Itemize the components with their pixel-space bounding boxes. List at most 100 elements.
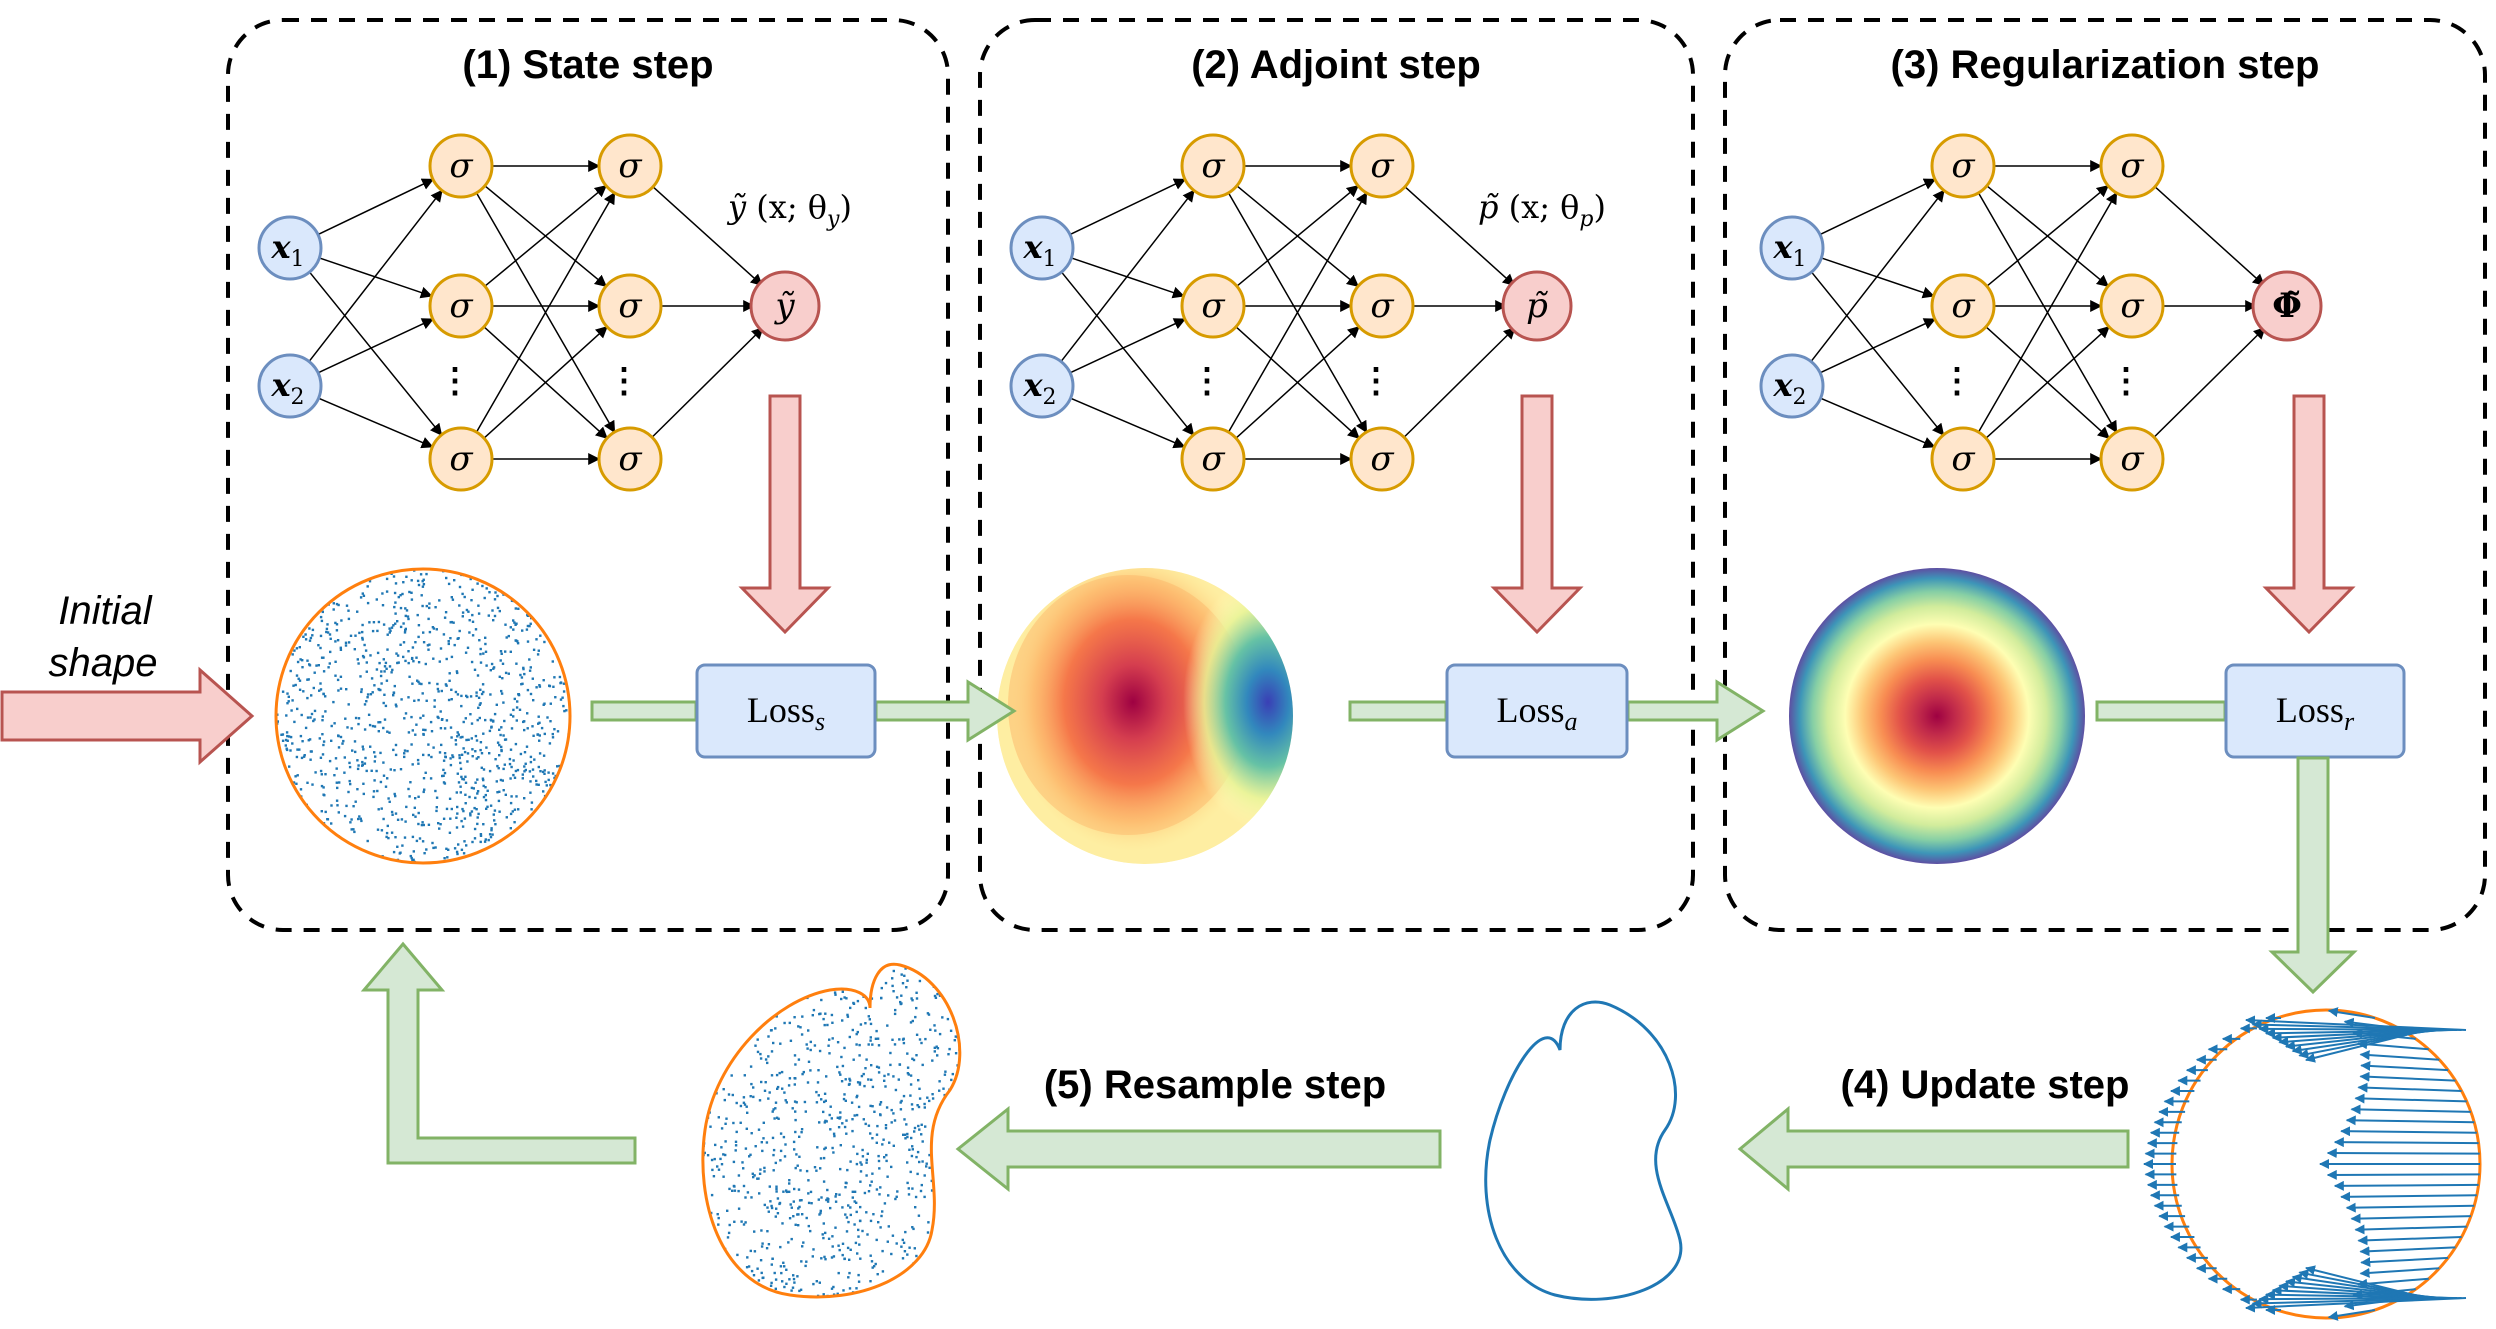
sample-point	[380, 807, 383, 810]
sample-point	[466, 646, 470, 649]
sample-point	[383, 670, 386, 673]
sample-point	[750, 1132, 753, 1135]
sample-point	[470, 599, 473, 602]
sample-point	[359, 675, 362, 678]
sample-point	[308, 639, 312, 642]
sample-point	[348, 765, 352, 769]
sample-point	[879, 1101, 883, 1104]
sample-point	[824, 1146, 827, 1149]
sample-point	[709, 1060, 712, 1063]
sample-point	[461, 615, 464, 618]
sample-point	[422, 583, 426, 586]
state-step-title: (1) State step	[462, 43, 713, 87]
sample-point	[517, 850, 520, 853]
sample-point	[400, 818, 404, 821]
sample-point	[711, 973, 715, 977]
sample-point	[485, 664, 488, 667]
sample-point	[513, 697, 516, 701]
sample-point	[826, 1197, 829, 1200]
sample-point	[350, 828, 353, 831]
sample-point	[890, 1165, 893, 1169]
sample-point	[558, 834, 561, 837]
sample-point	[488, 569, 492, 572]
sample-point	[456, 812, 459, 815]
sample-point	[476, 778, 479, 781]
sample-point	[528, 770, 532, 773]
sample-point	[523, 770, 526, 773]
sample-point	[516, 642, 520, 645]
sample-point	[845, 1230, 849, 1233]
sample-point	[720, 1017, 723, 1020]
sample-point	[528, 658, 531, 661]
sample-point	[521, 773, 524, 776]
sample-point	[717, 1249, 721, 1252]
sample-point	[392, 850, 396, 854]
sample-point	[488, 769, 492, 773]
sample-point	[500, 726, 503, 729]
sample-point	[703, 1151, 706, 1155]
sample-point	[313, 594, 316, 597]
sample-point	[817, 1198, 820, 1201]
sample-point	[929, 964, 933, 968]
sample-point	[717, 981, 720, 985]
sample-point	[444, 683, 448, 686]
sample-point	[919, 1300, 921, 1302]
network-edge	[318, 397, 434, 449]
sample-point	[540, 726, 544, 730]
sample-point	[523, 765, 526, 768]
sample-point	[707, 1057, 710, 1061]
sample-point	[484, 650, 488, 653]
sample-point	[934, 1293, 937, 1296]
sample-point	[778, 1071, 781, 1075]
input-subscript: 2	[291, 385, 305, 410]
sample-point	[296, 748, 299, 751]
shape-gradient-vector	[2345, 1115, 2475, 1126]
sample-point	[820, 1098, 823, 1101]
sample-point	[830, 1256, 834, 1259]
sample-point	[519, 673, 522, 677]
sample-point	[862, 964, 866, 967]
sample-point	[403, 752, 406, 755]
sample-point	[950, 1283, 953, 1286]
sample-point	[439, 727, 443, 730]
sample-point	[816, 968, 820, 971]
sample-point	[464, 775, 467, 778]
sample-point	[847, 1276, 850, 1279]
sample-point	[352, 805, 355, 808]
sample-point	[558, 851, 561, 854]
sample-point	[819, 1209, 822, 1213]
sample-point	[719, 964, 722, 967]
sample-point	[280, 733, 283, 736]
hidden-node-label: σ	[1951, 439, 1975, 479]
sample-point	[726, 1236, 730, 1239]
sample-point	[296, 816, 299, 819]
network-edge	[1060, 189, 1195, 362]
sample-point	[356, 658, 359, 661]
sample-point	[949, 987, 952, 990]
output-node-label: Φ̃	[2272, 286, 2302, 326]
sample-point	[825, 1120, 828, 1123]
sample-point	[768, 1185, 771, 1188]
sample-point	[944, 1285, 947, 1288]
sample-point	[328, 759, 332, 763]
sample-point	[890, 1121, 893, 1124]
sample-point	[377, 808, 380, 811]
sample-point	[883, 1156, 886, 1159]
sample-point	[380, 829, 384, 832]
sample-point	[556, 800, 560, 803]
sample-point	[428, 681, 431, 685]
sample-point	[870, 997, 874, 1000]
sample-point	[504, 671, 508, 675]
sample-point	[920, 1183, 923, 1187]
sample-point	[461, 825, 465, 828]
shape-gradient-vector	[2357, 1235, 2462, 1246]
sample-point	[944, 1106, 947, 1109]
sample-point	[831, 1037, 834, 1040]
sample-point	[407, 617, 410, 621]
sample-point	[880, 986, 883, 990]
sample-point	[290, 610, 294, 614]
sample-point	[509, 650, 512, 653]
sample-point	[853, 1190, 857, 1193]
sample-point	[562, 662, 565, 665]
sample-point	[486, 805, 489, 808]
